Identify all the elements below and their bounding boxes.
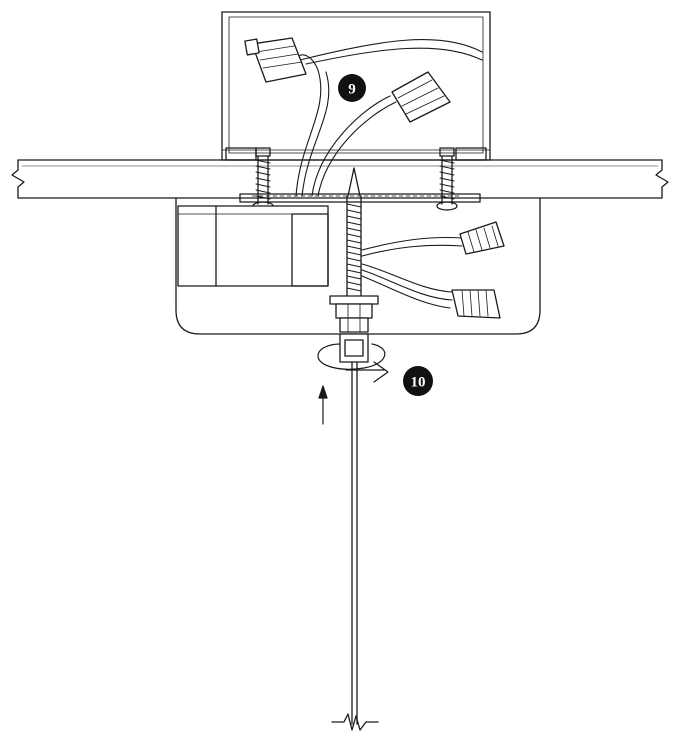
ceiling-panel [11,159,669,199]
retaining-nut [329,295,379,333]
suspension-stem [331,361,379,731]
mounting-screw-right [436,147,458,211]
wire-nut-canopy-lower [451,289,501,319]
step-marker-9-label: 9 [348,82,356,98]
stem-coupling [339,333,369,363]
threaded-rod [346,167,362,301]
canopy-wires [361,236,463,309]
transformer [177,205,329,287]
step-marker-10: 10 [403,366,433,396]
wire-nut-box-upper [244,37,307,83]
push-up-arrow-icon [318,385,328,425]
wire-nut-canopy-upper [459,221,505,255]
step-marker-9: 9 [338,74,366,102]
step-marker-10-label: 10 [411,375,426,391]
wire-nut-box-lower [391,71,451,123]
junction-box-wires [295,39,483,197]
